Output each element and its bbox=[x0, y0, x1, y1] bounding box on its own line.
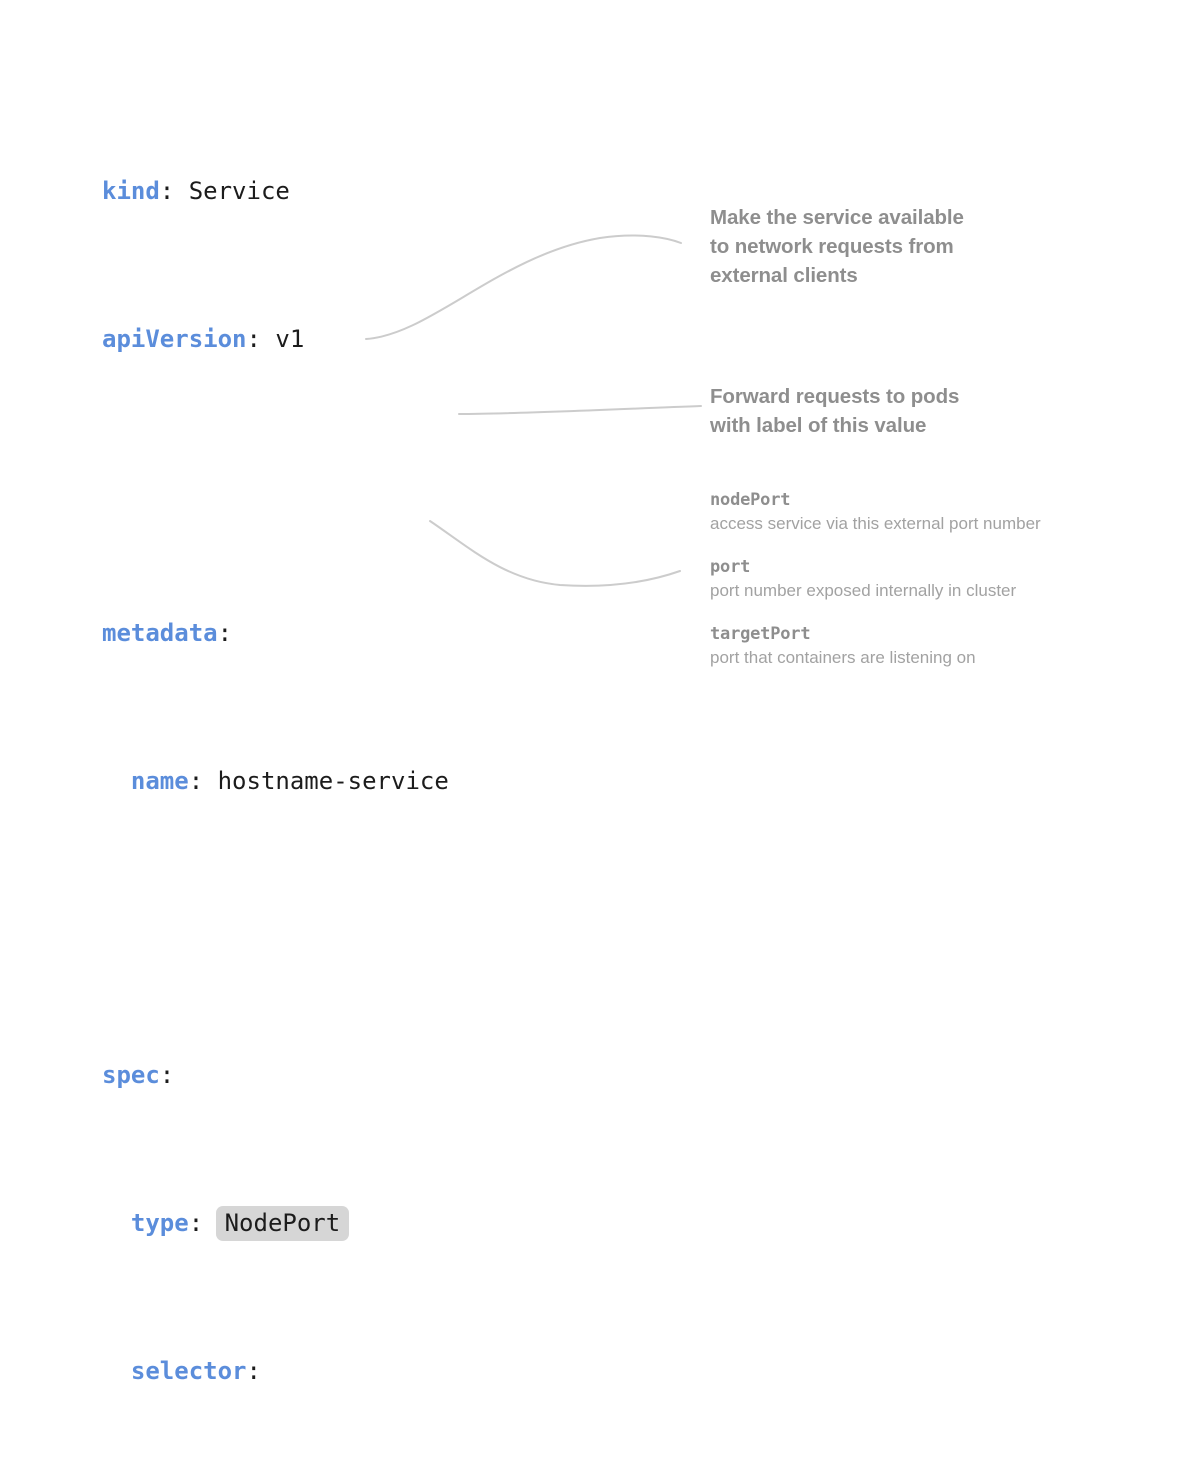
legend-term-port: port bbox=[710, 557, 751, 577]
yaml-key-metadata: metadata bbox=[102, 619, 218, 647]
diagram-canvas: kind: Service apiVersion: v1 metadata: n… bbox=[102, 177, 1130, 1385]
yaml-line-type: type: NodePort bbox=[102, 1205, 449, 1242]
legend-term-targetport: targetPort bbox=[710, 624, 811, 644]
connector-selector bbox=[458, 405, 702, 415]
callout-selector-line-1: Forward requests to pods bbox=[710, 385, 960, 408]
port-legend: nodePort access service via this externa… bbox=[710, 489, 1130, 670]
yaml-line-metadata: metadata: bbox=[102, 615, 449, 652]
yaml-key-apiversion: apiVersion bbox=[102, 325, 247, 353]
yaml-colon: : bbox=[159, 177, 175, 205]
yaml-key-kind: kind bbox=[102, 177, 160, 205]
yaml-blank-line bbox=[102, 469, 449, 504]
yaml-colon: : bbox=[159, 1061, 175, 1089]
yaml-key-name: name bbox=[130, 767, 189, 795]
yaml-line-spec: spec: bbox=[102, 1057, 449, 1094]
callout-selector-line-2: with label of this value bbox=[710, 414, 927, 437]
legend-entry-nodeport: nodePort access service via this externa… bbox=[710, 489, 1130, 536]
yaml-colon: : bbox=[246, 1357, 261, 1385]
legend-description-targetport: port that containers are listening on bbox=[710, 648, 976, 667]
yaml-code-block: kind: Service apiVersion: v1 metadata: n… bbox=[102, 62, 449, 1458]
yaml-colon: : bbox=[246, 325, 261, 353]
legend-description-nodeport: access service via this external port nu… bbox=[710, 514, 1041, 533]
yaml-line-selector: selector: bbox=[102, 1353, 449, 1390]
yaml-key-type: type bbox=[130, 1209, 189, 1237]
legend-description-port: port number exposed internally in cluste… bbox=[710, 581, 1017, 600]
connector-ports bbox=[429, 520, 681, 587]
callout-nodeport-line-2: to network requests from bbox=[710, 235, 954, 258]
yaml-key-spec: spec bbox=[102, 1061, 160, 1089]
yaml-value-apiversion: v1 bbox=[275, 325, 305, 353]
yaml-key-selector: selector bbox=[130, 1357, 247, 1385]
callout-selector: Forward requests to pods with label of t… bbox=[710, 382, 1070, 440]
yaml-line-apiversion: apiVersion: v1 bbox=[102, 321, 449, 358]
highlight-type-value: NodePort bbox=[215, 1206, 350, 1241]
yaml-value-type: NodePort bbox=[224, 1209, 341, 1237]
yaml-blank-line bbox=[102, 911, 449, 946]
yaml-line-kind: kind: Service bbox=[102, 173, 449, 210]
yaml-colon: : bbox=[188, 1209, 204, 1237]
callout-nodeport-line-3: external clients bbox=[710, 264, 858, 287]
callout-nodeport-line-1: Make the service available bbox=[710, 206, 964, 229]
legend-entry-port: port port number exposed internally in c… bbox=[710, 556, 1130, 603]
legend-entry-targetport: targetPort port that containers are list… bbox=[710, 623, 1130, 670]
yaml-colon: : bbox=[217, 619, 233, 647]
yaml-value-name: hostname-service bbox=[217, 767, 449, 795]
legend-term-nodeport: nodePort bbox=[710, 490, 791, 510]
yaml-value-kind: Service bbox=[188, 177, 290, 205]
yaml-line-name: name: hostname-service bbox=[102, 763, 449, 800]
yaml-colon: : bbox=[188, 767, 204, 795]
callout-nodeport: Make the service available to network re… bbox=[710, 203, 1070, 290]
